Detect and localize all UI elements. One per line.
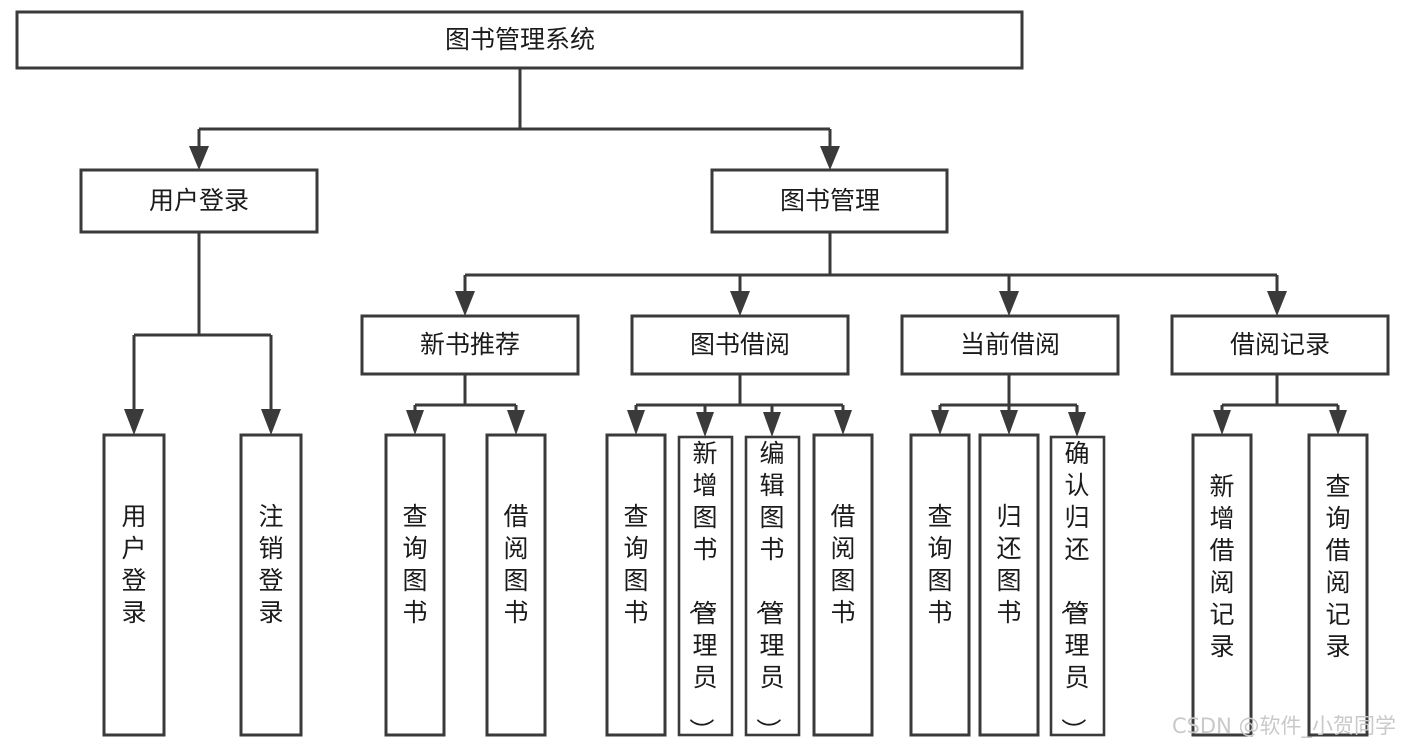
leaf-node-cur-return[interactable]: 归还图书 [978, 433, 1040, 737]
node-borrow-record-box[interactable] [1170, 314, 1390, 376]
leaf-borrow-lend-box[interactable] [812, 433, 874, 737]
node-current-borrow-box[interactable] [900, 314, 1120, 376]
leaf-cur-query-label: 查询图书 [927, 502, 952, 627]
node-user-login-label: 用户登录 [149, 186, 249, 215]
arrowhead-leaf-rec-search [1329, 410, 1347, 435]
leaf-user-logout-label: 注销登录 [258, 502, 283, 627]
arrowhead-leaf-user-logout [261, 409, 281, 435]
leaf-borrow-edit-label: 编辑图书（管理员） [753, 439, 784, 743]
leaf-cur-return-label: 归还图书 [996, 502, 1021, 627]
node-root[interactable]: 图书管理系统 [15, 10, 1024, 70]
leaf-rec-borrow-label: 借阅图书 [503, 502, 528, 627]
leaf-node-rec-query[interactable]: 查询图书 [384, 433, 446, 737]
node-user-login[interactable]: 用户登录 [79, 168, 319, 234]
arrowhead-leaf-rec-borrow [507, 410, 525, 435]
leaf-node-cur-query[interactable]: 查询图书 [909, 433, 971, 737]
node-book-borrow[interactable]: 图书借阅 [630, 314, 850, 376]
arrowhead-new-book-rec [455, 291, 475, 316]
node-book-borrow-box[interactable] [630, 314, 850, 376]
csdn-watermark: CSDN @软件_小贺同学 [1172, 714, 1396, 739]
leaf-rec-search-box[interactable] [1307, 433, 1369, 737]
leaf-user-logout-box[interactable] [239, 433, 303, 737]
node-book-manage-box[interactable] [710, 168, 949, 234]
node-borrow-record[interactable]: 借阅记录 [1170, 314, 1390, 376]
leaf-node-borrow-query[interactable]: 查询图书 [605, 433, 667, 737]
leaf-user-login-box[interactable] [102, 433, 166, 737]
arrowhead-borrow-record [1267, 291, 1287, 316]
node-new-book-rec[interactable]: 新书推荐 [360, 314, 580, 376]
leaf-node-rec-borrow[interactable]: 借阅图书 [485, 433, 547, 737]
leaf-user-login-label: 用户登录 [121, 502, 146, 627]
leaf-rec-query-label: 查询图书 [402, 502, 427, 627]
leaf-node-rec-search[interactable]: 查询借阅记录 [1307, 433, 1369, 737]
arrowhead-leaf-cur-confirm [1068, 412, 1086, 437]
leaf-cur-return-box[interactable] [978, 433, 1040, 737]
arrowhead-leaf-borrow-edit [763, 412, 781, 437]
node-borrow-record-label: 借阅记录 [1230, 330, 1330, 359]
arrowhead-leaf-borrow-query [627, 410, 645, 435]
leaf-cur-query-box[interactable] [909, 433, 971, 737]
leaf-node-rec-add[interactable]: 新增借阅记录 [1191, 433, 1253, 737]
leaf-cur-confirm-label: 确认归还（管理员） [1058, 439, 1089, 743]
node-current-borrow-label: 当前借阅 [960, 330, 1060, 359]
leaf-rec-query-box[interactable] [384, 433, 446, 737]
leaf-rec-search-label: 查询借阅记录 [1325, 472, 1350, 661]
arrowhead-leaf-user-login [124, 409, 144, 435]
arrowhead-user-login [189, 146, 209, 170]
leaf-borrow-query-label: 查询图书 [623, 502, 648, 627]
node-new-book-rec-box[interactable] [360, 314, 580, 376]
leaf-node-borrow-edit[interactable]: 编辑图书（管理员） [744, 435, 801, 743]
connector-group [124, 68, 1347, 437]
leaf-borrow-add-box[interactable] [677, 435, 734, 737]
node-book-manage[interactable]: 图书管理 [710, 168, 949, 234]
node-book-manage-label: 图书管理 [780, 186, 880, 215]
arrowhead-leaf-cur-query [931, 410, 949, 435]
leaf-cur-confirm-box[interactable] [1049, 435, 1106, 737]
arrowhead-leaf-borrow-lend [834, 410, 852, 435]
leaf-borrow-add-label: 新增图书（管理员） [686, 439, 717, 743]
leaf-node-cur-confirm[interactable]: 确认归还（管理员） [1049, 435, 1106, 743]
node-current-borrow[interactable]: 当前借阅 [900, 314, 1120, 376]
arrowhead-book-borrow [730, 291, 750, 316]
node-new-book-rec-label: 新书推荐 [420, 330, 520, 359]
node-root-box[interactable] [15, 10, 1024, 70]
leaf-borrow-lend-label: 借阅图书 [830, 502, 855, 627]
arrowhead-leaf-rec-add [1213, 410, 1231, 435]
node-user-login-box[interactable] [79, 168, 319, 234]
leaf-node-user-logout[interactable]: 注销登录 [239, 433, 303, 737]
node-book-borrow-label: 图书借阅 [690, 330, 790, 359]
leaf-rec-add-box[interactable] [1191, 433, 1253, 737]
leaf-borrow-edit-box[interactable] [744, 435, 801, 737]
leaf-rec-add-label: 新增借阅记录 [1209, 472, 1234, 661]
arrowhead-book-manage [820, 146, 840, 170]
leaf-borrow-query-box[interactable] [605, 433, 667, 737]
leaf-node-borrow-lend[interactable]: 借阅图书 [812, 433, 874, 737]
arrowhead-leaf-cur-return [1000, 410, 1018, 435]
leaf-node-borrow-add[interactable]: 新增图书（管理员） [677, 435, 734, 743]
arrowhead-leaf-rec-query [406, 410, 424, 435]
leaf-node-user-login[interactable]: 用户登录 [102, 433, 166, 737]
node-root-label: 图书管理系统 [445, 25, 595, 54]
arrowhead-leaf-borrow-add [696, 412, 714, 437]
leaf-rec-borrow-box[interactable] [485, 433, 547, 737]
arrowhead-current-borrow [999, 291, 1019, 316]
